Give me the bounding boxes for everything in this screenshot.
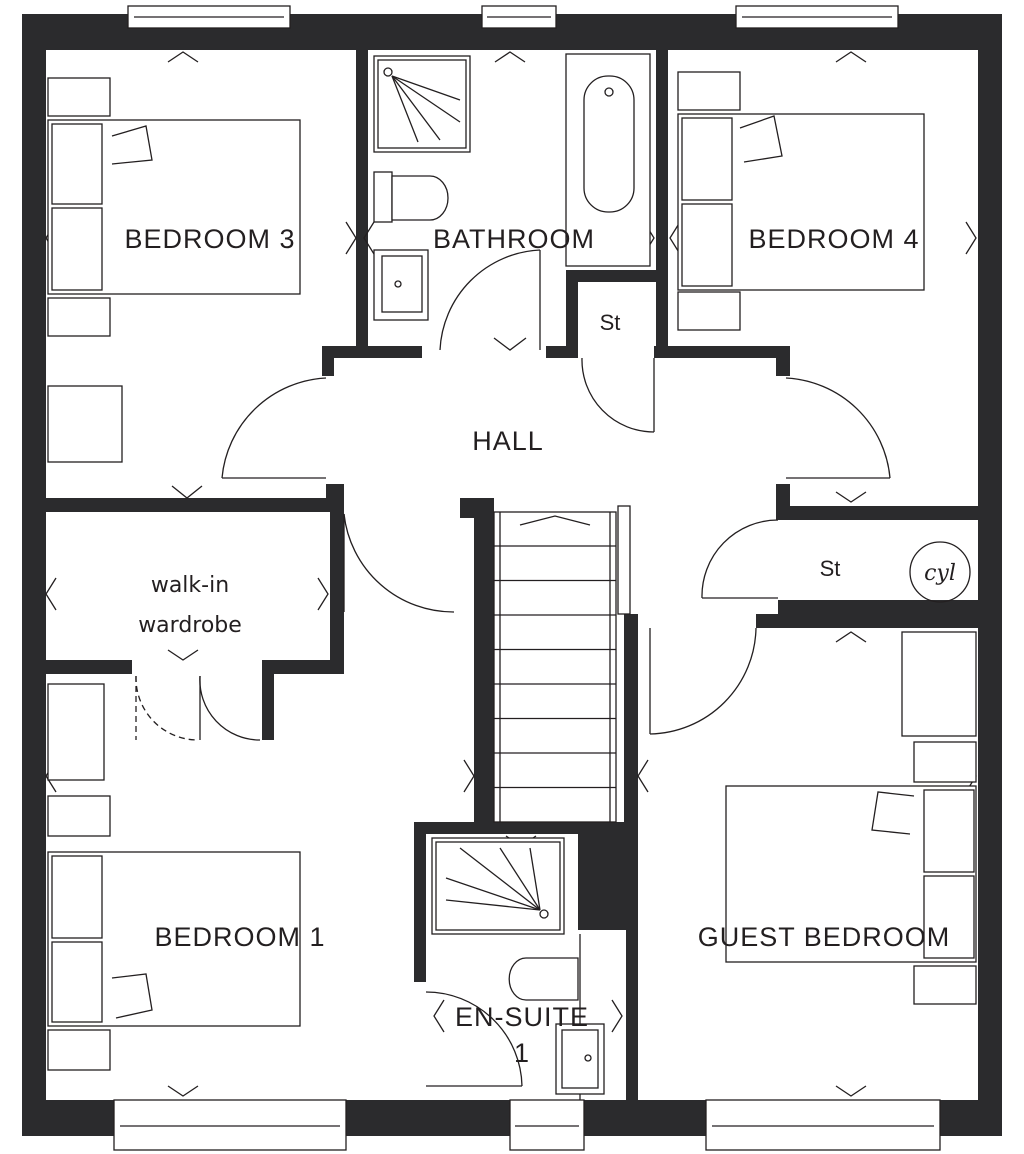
staircase [493,505,631,823]
ensuite-fixtures [431,837,605,1100]
label-bedroom-4: BEDROOM 4 [748,224,919,254]
label-bedroom-1: BEDROOM 1 [154,922,325,952]
label-bathroom: BATHROOM [433,224,595,254]
hot-water-cylinder [909,541,971,603]
bedroom-3-furniture [47,77,301,463]
bedroom-1-furniture [47,683,301,1071]
room-labels: BEDROOM 3 BATHROOM BEDROOM 4 St HALL wal… [124,224,955,1068]
bedroom-4-furniture [677,71,925,331]
windows [113,5,941,1151]
label-walkin-line2: wardrobe [138,613,242,638]
label-cylinder: cyl [924,561,956,586]
label-store-top: St [600,310,621,335]
label-walkin-line1: walk-in [151,573,229,598]
doors [135,249,891,1087]
bathroom-fixtures [373,53,651,321]
label-hall: HALL [472,426,544,456]
label-store-right: St [820,556,841,581]
label-bedroom-3: BEDROOM 3 [124,224,295,254]
label-guest-bedroom: GUEST BEDROOM [698,922,951,952]
label-ensuite-line2: 1 [514,1038,530,1068]
label-ensuite-line1: EN-SUITE [455,1002,589,1032]
guest-bedroom-furniture [725,631,977,1005]
interior-walls [22,50,1002,1100]
